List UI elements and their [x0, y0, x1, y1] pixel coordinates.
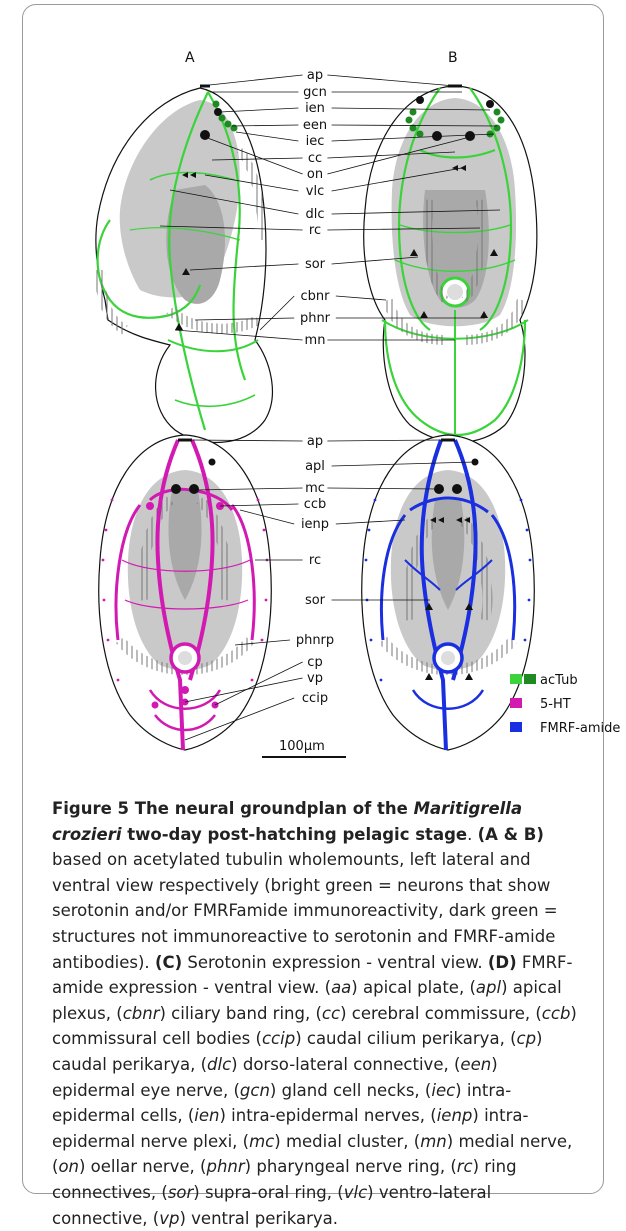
label-ap: ap [307, 434, 323, 449]
caption-c-text: Serotonin expression - ventral view. [182, 953, 488, 972]
caption-c-label: (C) [155, 953, 182, 972]
abbreviation-ien: (ien) intra-epidermal nerves [188, 1106, 420, 1125]
legend-label-0: acTub [540, 673, 578, 688]
label-ienp: ienp [301, 517, 329, 532]
leader-left-ap [200, 75, 303, 86]
abbreviation-gcn: (gcn) gland cell necks [233, 1081, 414, 1100]
label-iec: iec [306, 134, 325, 149]
figure-caption: Figure 5 The neural groundplan of the Ma… [52, 796, 584, 1231]
label-sor: sor [305, 257, 326, 272]
panel-label-a: A [185, 50, 195, 66]
abbreviation-mc: (mc) medial cluster [243, 1132, 404, 1151]
label-rc: rc [309, 553, 321, 568]
legend-swatch-1-0 [510, 698, 522, 708]
label-mc: mc [305, 481, 325, 496]
caption-abbreviations: (aa) apical plate, (apl) apical plexus, … [52, 978, 577, 1227]
label-dlc: dlc [305, 207, 324, 222]
abbreviation-ccip: (ccip) caudal cilium perikarya [256, 1029, 500, 1048]
legend-label-1: 5-HT [540, 697, 571, 712]
legend-label-2: FMRF-amide [540, 721, 620, 736]
caption-title-post: two-day post-hatching pelagic stage [122, 825, 468, 844]
abbreviation-phnr: (phnr) pharyngeal nerve ring [200, 1157, 440, 1176]
label-rc: rc [309, 223, 321, 238]
label-phnrp: phnrp [296, 633, 334, 648]
label-sor: sor [305, 593, 326, 608]
abbreviation-vp: (vp) ventral perikarya [153, 1209, 333, 1228]
panel-d-drawing [362, 435, 535, 750]
abbreviation-cc: (cc) cerebral commissure [315, 1004, 524, 1023]
label-ien: ien [305, 101, 325, 116]
abbreviation-dlc: (dlc) dorso-lateral connective [201, 1055, 444, 1074]
panel-c-drawing [99, 435, 272, 750]
label-vlc: vlc [306, 184, 324, 199]
legend-swatch-2-0 [510, 722, 522, 732]
panel-b-drawing [364, 86, 537, 442]
panel-label-b: B [448, 50, 458, 66]
label-mn: mn [305, 333, 326, 348]
label-cbnr: cbnr [301, 289, 331, 304]
caption-title-pre: The neural groundplan of the [135, 799, 414, 818]
label-cp: cp [307, 655, 322, 670]
legend-swatch-0-1 [524, 674, 536, 684]
label-ccb: ccb [304, 497, 327, 512]
panel-a-drawing [96, 86, 273, 442]
abbreviation-sor: (sor) supra-oral ring [161, 1183, 326, 1202]
leader-right-ap [327, 75, 455, 86]
legend-swatch-0-0 [510, 674, 522, 684]
label-ccip: ccip [302, 691, 328, 706]
label-een: een [303, 118, 327, 133]
abbreviation-aa: (aa) apical plate [325, 978, 459, 997]
label-phnr: phnr [300, 311, 331, 326]
abbreviation-on: (on) oellar nerve [52, 1157, 190, 1176]
legend: acTub 5-HT FMRF-amide [510, 673, 620, 736]
caption-d-label: (D) [488, 953, 517, 972]
leader-left-cbnr [260, 296, 294, 330]
label-on: on [307, 167, 323, 182]
caption-ab-label: (A & B) [478, 825, 544, 844]
label-ap: ap [307, 68, 323, 83]
figure-illustration: A B C D [0, 0, 626, 790]
abbreviation-mn: (mn) medial nerve [414, 1132, 567, 1151]
abbreviation-cbnr: (cbnr) ciliary band ring [116, 1004, 305, 1023]
scale-bar-label: 100µm [279, 739, 325, 754]
label-cc: cc [308, 151, 322, 166]
label-apl: apl [305, 459, 325, 474]
label-gcn: gcn [303, 85, 327, 100]
caption-figure-label: Figure 5 [52, 799, 129, 818]
label-vp: vp [307, 671, 323, 686]
